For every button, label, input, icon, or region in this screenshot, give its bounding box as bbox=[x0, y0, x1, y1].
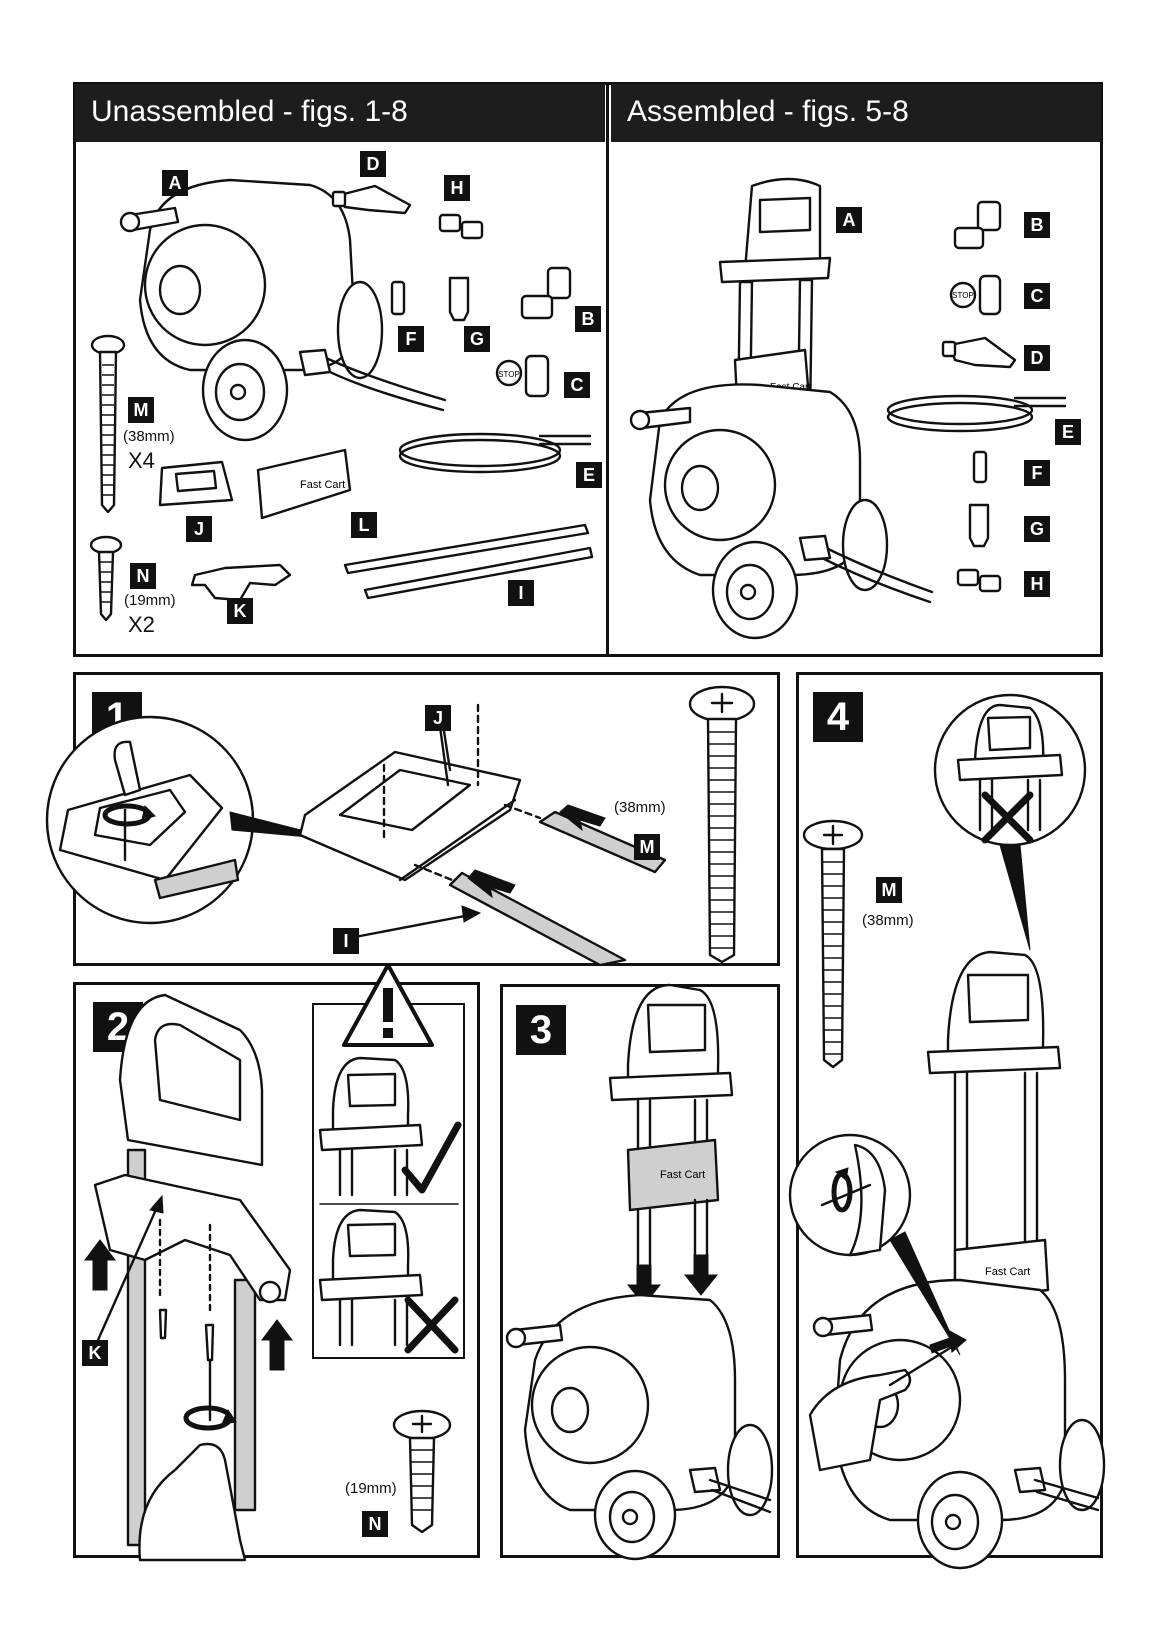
step-4-label-m: M bbox=[876, 877, 902, 903]
step-4-size: (38mm) bbox=[862, 912, 914, 929]
svg-text:Fast Cart: Fast Cart bbox=[985, 1266, 1030, 1278]
